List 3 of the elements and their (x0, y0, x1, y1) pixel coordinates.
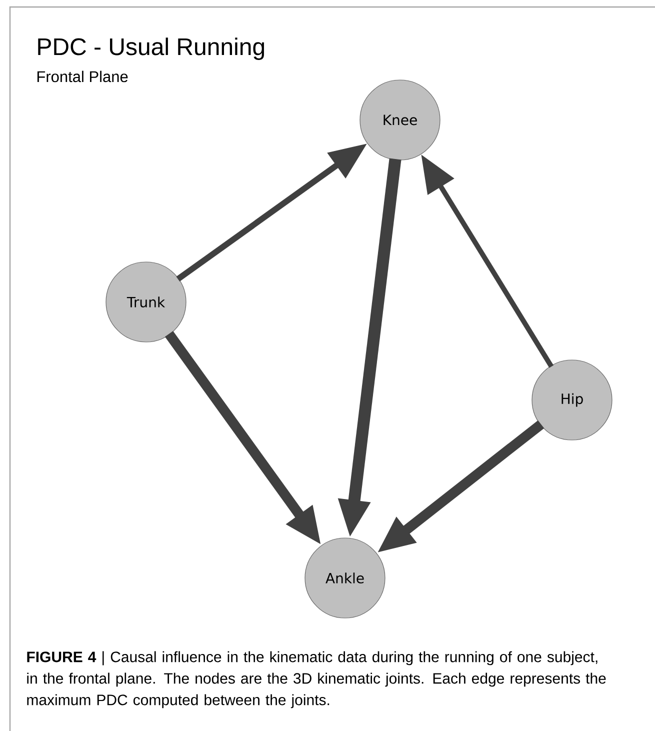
title: PDC - Usual Running (38, 38, 264, 60)
caption: FIGURE 4 | Causal influence in the kinematic data during the running of one subject, in the frontal plane. The nodes are the 3D kinematic joints. Each edge represents the maximum PDC computed between the joints. (27, 651, 606, 708)
subtitle: Frontal Plane (37, 70, 128, 82)
